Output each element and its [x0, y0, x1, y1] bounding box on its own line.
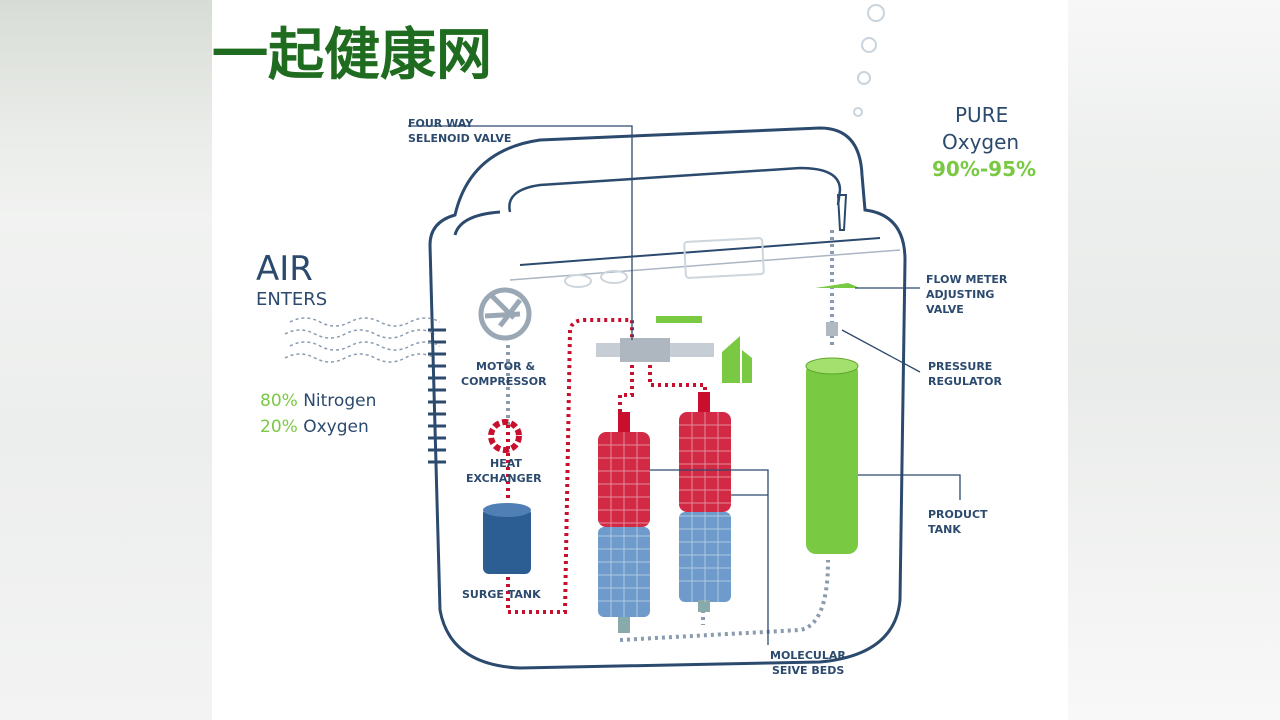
blurred-right-panel — [1068, 0, 1280, 720]
air-flow-waves — [284, 317, 441, 363]
surge-tank-label: SURGE TANK — [462, 588, 541, 601]
sieve-grid — [598, 412, 731, 617]
nitrogen-composition: 80% Nitrogen — [260, 391, 376, 411]
surge-tank — [483, 503, 531, 574]
heat-exchanger-icon — [488, 419, 522, 453]
watermark-logo: 一起健康网 — [212, 23, 492, 88]
sieve-bed-right — [679, 392, 731, 612]
motor-compressor-icon — [478, 287, 532, 341]
motor-compressor-label: MOTOR &COMPRESSOR — [461, 360, 547, 388]
product-tank — [805, 194, 860, 554]
concentrator-body — [428, 126, 907, 670]
enters-label: ENTERS — [256, 289, 327, 310]
oxygen-flow-path — [506, 230, 834, 642]
air-label: AIR — [256, 249, 313, 289]
pure-label: PURE — [955, 103, 1008, 127]
blurred-left-panel — [0, 0, 212, 720]
oxygen-composition: 20% Oxygen — [260, 417, 369, 437]
air-vent-grille — [428, 328, 446, 464]
oxygen-output-label: Oxygen — [942, 130, 1019, 154]
sieve-bed-left — [598, 412, 650, 633]
leader-lines — [408, 125, 961, 645]
oxygen-bubbles — [853, 4, 885, 117]
air-flow-path — [506, 318, 707, 614]
four-way-valve — [596, 316, 752, 383]
oxygen-purity: 90%-95% — [932, 157, 1036, 181]
